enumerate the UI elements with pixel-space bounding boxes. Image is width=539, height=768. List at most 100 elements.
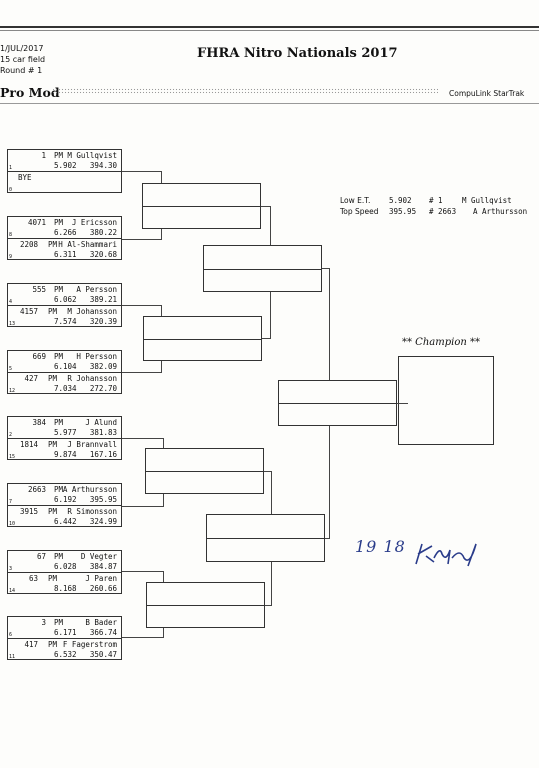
class-code: PM [54, 552, 64, 561]
quarterfinal-box-1 [142, 183, 261, 229]
seed-number: 3 [9, 566, 13, 572]
seed-number: 7 [9, 499, 13, 505]
elapsed-time: 7.034 [54, 384, 77, 393]
speed: 320.68 [89, 250, 117, 259]
driver-name: D Vegter [80, 552, 117, 561]
speed: 382.09 [89, 362, 117, 371]
top-speed-value: 395.95 [389, 207, 417, 216]
elapsed-time: 6.532 [54, 650, 77, 659]
field-size: 15 car field [0, 55, 46, 64]
driver-name: R Johansson [67, 374, 117, 383]
speed: 394.30 [89, 161, 117, 170]
class-code: PM [54, 151, 64, 160]
seed-number: 4 [9, 299, 13, 305]
elapsed-time: 7.574 [54, 317, 77, 326]
car-number: 4071 [27, 218, 46, 227]
final-box [278, 380, 397, 426]
round-number: Round # 1 [0, 66, 43, 75]
speed: 324.99 [89, 517, 117, 526]
seed-number: 0 [9, 187, 13, 193]
class-code: PM [48, 374, 58, 383]
class-code: PM [48, 507, 58, 516]
seed-number: 13 [9, 321, 16, 327]
elapsed-time: 8.168 [54, 584, 77, 593]
class-code: PM [48, 240, 58, 249]
low-et-value: 5.902 [389, 196, 412, 205]
elapsed-time: 5.977 [54, 428, 77, 437]
seed-number: 12 [9, 388, 16, 394]
elapsed-time: 9.874 [54, 450, 77, 459]
low-et-number: # 1 [429, 196, 443, 205]
elapsed-time: 6.311 [54, 250, 77, 259]
car-number: 3 [41, 618, 46, 627]
class-code: PM [54, 418, 64, 427]
class-code: PM [54, 352, 64, 361]
car-number: 4157 [19, 307, 38, 316]
seed-number: 2 [9, 432, 13, 438]
car-number: 3915 [19, 507, 38, 516]
speed: 272.70 [89, 384, 117, 393]
low-et-label: Low E.T. [340, 196, 371, 205]
driver-name: H Persson [76, 352, 117, 361]
top-speed-driver: A Arthursson [473, 207, 528, 216]
elapsed-time: 6.266 [54, 228, 77, 237]
event-title: FHRA Nitro Nationals 2017 [197, 46, 398, 61]
quarterfinal-box-3 [145, 448, 264, 494]
car-number: 669 [32, 352, 46, 361]
seed-number: 11 [9, 654, 16, 660]
speed: 389.21 [89, 295, 117, 304]
header-divider [0, 103, 539, 104]
speed: 381.83 [89, 428, 117, 437]
quarterfinal-box-4 [146, 582, 265, 628]
driver-name: R Simonsson [67, 507, 117, 516]
seed-number: 8 [9, 232, 13, 238]
driver-name: A Arthursson [62, 485, 117, 494]
champion-box [398, 356, 494, 445]
class-code: PM [54, 218, 64, 227]
speed: 320.39 [89, 317, 117, 326]
seed-number: 9 [9, 254, 13, 260]
driver-name: H Al-Shammari [58, 240, 117, 249]
class-name: Pro Mod [0, 85, 60, 100]
driver-name: BYE [18, 173, 32, 182]
seed-number: 1 [9, 165, 13, 171]
event-date: 1/JUL/2017 [0, 44, 44, 53]
elapsed-time: 6.104 [54, 362, 77, 371]
driver-name: A Persson [76, 285, 117, 294]
handwritten-note: 19 18 [355, 537, 406, 556]
semifinal-box-1 [203, 245, 322, 292]
car-number: 417 [24, 640, 38, 649]
low-et-driver: M Gullqvist [462, 196, 512, 205]
speed: 260.66 [89, 584, 117, 593]
driver-name: B Bader [85, 618, 117, 627]
car-number: 427 [24, 374, 38, 383]
driver-name: F Fagerstrom [62, 640, 117, 649]
car-number: 67 [36, 552, 46, 561]
car-number: 1814 [19, 440, 38, 449]
top-rule-thin [0, 30, 539, 31]
seed-number: 14 [9, 588, 16, 594]
top-rule [0, 26, 539, 28]
dotted-leader [52, 88, 438, 94]
elapsed-time: 6.171 [54, 628, 77, 637]
elapsed-time: 6.192 [54, 495, 77, 504]
seed-number: 5 [9, 366, 13, 372]
driver-name: J Brannvall [67, 440, 117, 449]
elapsed-time: 6.442 [54, 517, 77, 526]
seed-number: 15 [9, 454, 16, 460]
signature-mark [415, 543, 477, 567]
driver-name: J Ericsson [71, 218, 117, 227]
car-number: 63 [28, 574, 38, 583]
class-code: PM [48, 307, 58, 316]
driver-name: M Johansson [67, 307, 117, 316]
speed: 167.16 [89, 450, 117, 459]
elapsed-time: 6.028 [54, 562, 77, 571]
seed-number: 10 [9, 521, 16, 527]
class-code: PM [54, 618, 64, 627]
